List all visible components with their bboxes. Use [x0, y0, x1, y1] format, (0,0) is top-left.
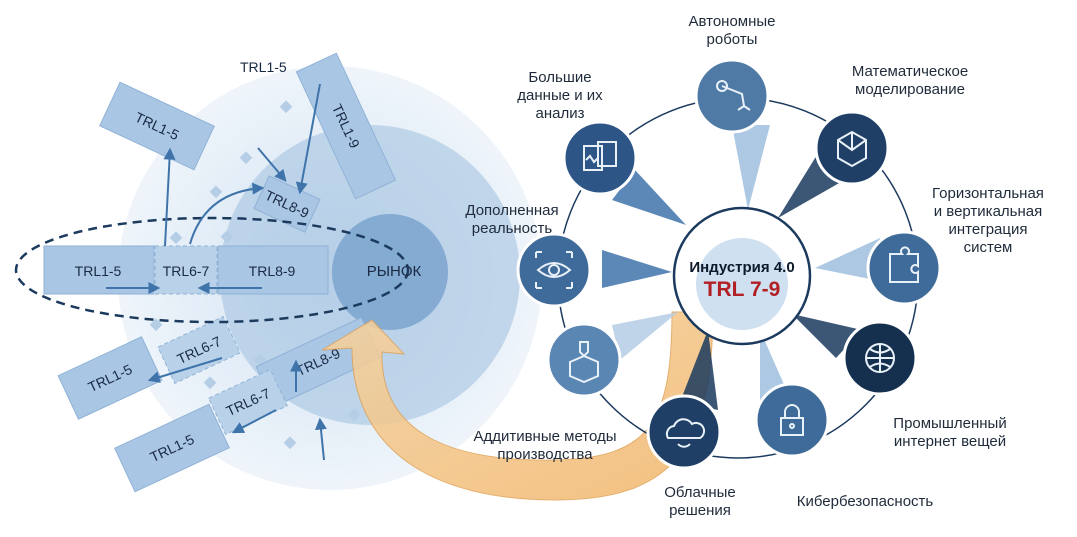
eye-icon [535, 251, 573, 289]
tech-label-line: и вертикальная [934, 203, 1043, 220]
tech-node-circle [546, 322, 622, 398]
chart-documents-icon [583, 141, 617, 171]
tech-node-cyber: Кибербезопасность [754, 382, 934, 510]
tech-label-line: Математическое [852, 63, 968, 80]
float-box-1: TRL1-5 [99, 81, 215, 171]
tech-label-line: Горизонтальная [932, 185, 1044, 202]
tech-node-circle [646, 394, 722, 470]
float-box-5: TRL1-5 [57, 336, 163, 420]
puzzle-icon [889, 246, 919, 283]
tech-label-line: Дополненная [465, 202, 558, 219]
tech-label-line: интеграция [949, 221, 1028, 238]
tech-label-line: Большие [528, 69, 591, 86]
float-label-2: TRL1-5 [240, 59, 287, 75]
tech-label-line: Автономные [688, 13, 775, 30]
tech-label-line: Промышленный [893, 415, 1006, 432]
tech-label-line: Кибербезопасность [797, 493, 934, 510]
globe-network-icon [865, 343, 895, 373]
tech-node-circle [694, 58, 770, 134]
float-box-3: TRL1-9 [295, 52, 397, 200]
transfer-arrow [321, 311, 714, 501]
tech-label-line: решения [669, 502, 731, 519]
float-box-9: TRL1-5 [114, 403, 230, 493]
float-box-6: TRL6-7 [157, 315, 241, 385]
float-box-8: TRL6-7 [208, 368, 288, 436]
tech-label-cyber: Кибербезопасность [797, 493, 934, 510]
pipeline-label-3: TRL8-9 [249, 263, 296, 279]
pipeline-stage-3 [217, 245, 329, 295]
left-diagram: TRL1-5 TRL1-5 TRL1-9 TRL8-9 TRL1-5 TRL6-… [14, 52, 542, 493]
tech-label-line: производства [497, 446, 593, 463]
tech-node-circle [562, 120, 638, 196]
market-core [332, 214, 448, 330]
flow-arrows [106, 83, 327, 461]
pipeline-stage-1 [43, 245, 155, 295]
hub-title: Индустрия 4.0 [689, 259, 794, 276]
tech-node-circle [866, 230, 942, 306]
padlock-icon [780, 404, 804, 436]
tech-label-line: реальность [472, 220, 553, 237]
robot-arm-icon [716, 80, 751, 111]
market-label: РЫНОК [367, 263, 422, 280]
tech-label-line: Аддитивные методы [473, 428, 616, 445]
tech-node-circle [516, 232, 592, 308]
pipeline-label-1: TRL1-5 [75, 263, 122, 279]
tech-label-line: данные и их [517, 87, 603, 104]
pipeline-dashed-ellipse [14, 216, 410, 324]
tech-label-line: моделирование [855, 81, 965, 98]
3d-printer-icon [569, 341, 599, 384]
tech-label-line: интернет вещей [894, 433, 1006, 450]
pipeline-label-2: TRL6-7 [163, 263, 210, 279]
hub-inner [696, 238, 788, 330]
tech-label-line: систем [964, 239, 1013, 256]
hub-trl: TRL 7-9 [704, 278, 781, 301]
cloud-icon [665, 418, 706, 448]
tech-label-line: Облачные [664, 484, 736, 501]
tech-label-line: роботы [707, 31, 758, 48]
cube-grid-icon [837, 130, 867, 168]
tech-node-circle [754, 382, 830, 458]
tech-label-line: анализ [536, 105, 585, 122]
